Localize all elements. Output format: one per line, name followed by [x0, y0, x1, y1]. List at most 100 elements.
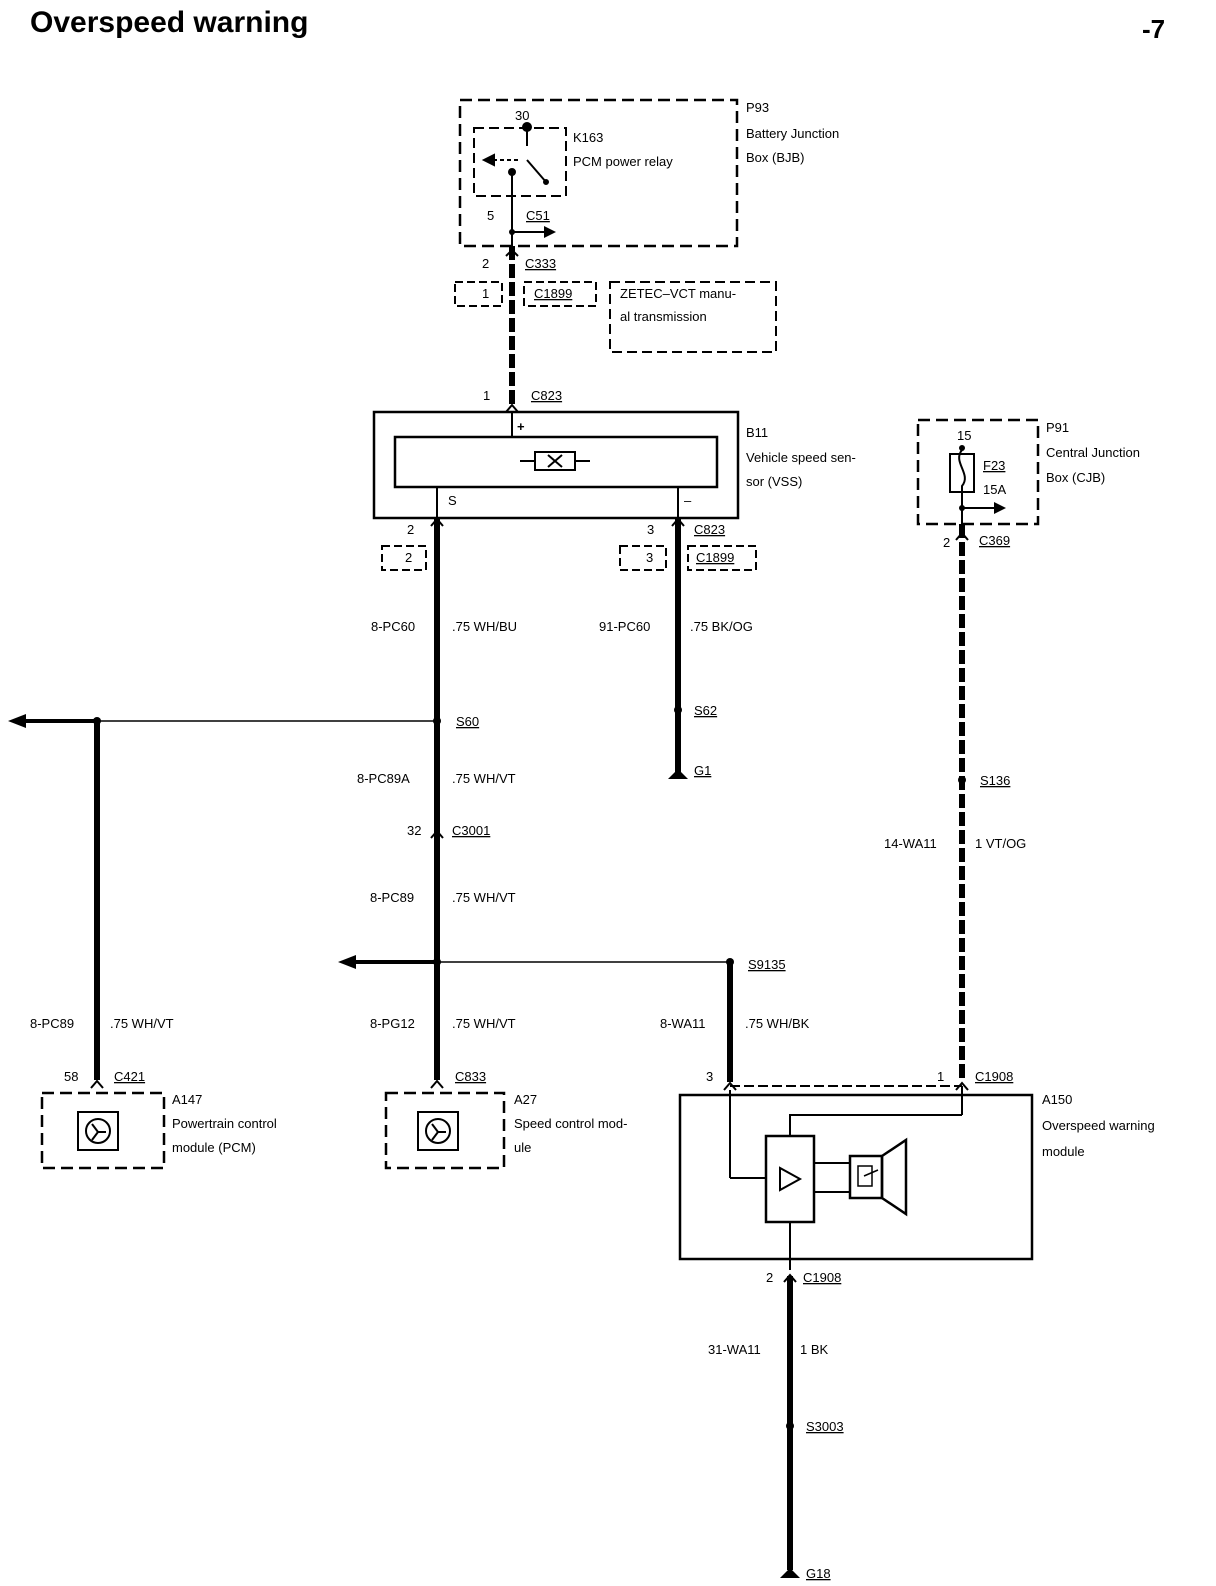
c823-top-pin: 1	[483, 388, 490, 403]
c1899-right-box-right	[687, 545, 757, 571]
w5-spec: .75 WH/VT	[110, 1016, 174, 1031]
g18-label: G18	[806, 1566, 831, 1581]
b11-line2: sor (VSS)	[746, 474, 802, 489]
a147-connector: C421	[114, 1069, 145, 1084]
amplifier-icon	[764, 1134, 816, 1224]
w4-circuit: 8-PC89	[370, 890, 414, 905]
arrow-left-icon	[8, 714, 26, 728]
speed-control-box	[384, 1091, 506, 1170]
page-title: Overspeed warning	[30, 6, 308, 39]
b11-id: B11	[746, 425, 768, 440]
w2-circuit: 91-PC60	[599, 619, 650, 634]
p91-line1: Central Junction	[1046, 445, 1140, 460]
vss-minus: –	[684, 493, 692, 508]
speed-sensor-icon	[520, 451, 590, 471]
c1899-right-connector: C1899	[696, 550, 734, 565]
b11-line1: Vehicle speed sen-	[746, 450, 856, 465]
c823-top-connector: C823	[531, 388, 562, 403]
s62-label: S62	[694, 703, 717, 718]
a27-id: A27	[514, 1092, 537, 1107]
module-icon	[77, 1111, 119, 1151]
p91-pin: 15	[957, 428, 971, 443]
zetec-line2: al transmission	[620, 309, 707, 324]
w6-circuit: 8-PG12	[370, 1016, 415, 1031]
w3-circuit: 8-PC89A	[357, 771, 410, 786]
w1-circuit: 8-PC60	[371, 619, 415, 634]
w1-spec: .75 WH/BU	[452, 619, 517, 634]
bjb-box	[458, 98, 739, 248]
a147-pin: 58	[64, 1069, 78, 1084]
ground-icon	[668, 769, 688, 779]
zetec-box	[609, 281, 777, 353]
pcm-box	[40, 1091, 166, 1170]
w9-spec: 1 BK	[800, 1342, 829, 1357]
c1899-top-box-right	[523, 281, 597, 307]
p93-line2: Box (BJB)	[746, 150, 805, 165]
k163-name: PCM power relay	[573, 154, 673, 169]
a147-line1: Powertrain control	[172, 1116, 277, 1131]
w3-spec: .75 WH/VT	[452, 771, 516, 786]
c51-connector: C51	[526, 208, 550, 223]
a27-line2: ule	[514, 1140, 531, 1155]
overspeed-module-box	[678, 1093, 1034, 1261]
p91-line2: Box (CJB)	[1046, 470, 1105, 485]
w7-spec: .75 WH/BK	[745, 1016, 810, 1031]
c1899-top-pin: 1	[482, 286, 489, 301]
w4-spec: .75 WH/VT	[452, 890, 516, 905]
w7-circuit: 8-WA11	[660, 1016, 706, 1031]
vss-s: S	[448, 493, 457, 508]
a150-line1: Overspeed warning	[1042, 1118, 1155, 1133]
relay-box	[473, 127, 567, 197]
w8-spec: 1 VT/OG	[975, 836, 1026, 851]
a147-id: A147	[172, 1092, 202, 1107]
c1899-right-pin: 3	[646, 550, 653, 565]
c823-right-connector: C823	[694, 522, 725, 537]
relay-switch-icon	[481, 122, 549, 196]
ground-icon	[780, 1568, 800, 1578]
page-number: -7	[1142, 14, 1165, 44]
arrow-left-icon	[338, 955, 356, 969]
fuse-icon	[949, 449, 975, 496]
a150-pin1: 1	[937, 1069, 944, 1084]
arrow-right-icon	[994, 502, 1006, 514]
relay-pin-30: 30	[515, 108, 529, 123]
vss-inner-box	[393, 435, 719, 489]
p91-rating: 15A	[983, 482, 1006, 497]
a27-connector: C833	[455, 1069, 486, 1084]
a147-line2: module (PCM)	[172, 1140, 256, 1155]
a150-id: A150	[1042, 1092, 1072, 1107]
a27-line1: Speed control mod-	[514, 1116, 627, 1131]
c1899-left-box	[381, 545, 427, 571]
c1899-top-box-left	[454, 281, 503, 307]
p91-fuse: F23	[983, 458, 1005, 473]
s60-label: S60	[456, 714, 479, 729]
g1-label: G1	[694, 763, 711, 778]
c1899-top-connector: C1899	[534, 286, 572, 301]
a150-line2: module	[1042, 1144, 1085, 1159]
p93-id: P93	[746, 100, 769, 115]
w9-circuit: 31-WA11	[708, 1342, 761, 1357]
c369-connector: C369	[979, 533, 1010, 548]
c1899-right-box-left	[619, 545, 667, 571]
p93-line1: Battery Junction	[746, 126, 839, 141]
w2-spec: .75 BK/OG	[690, 619, 753, 634]
c1899-left-pin: 2	[405, 550, 412, 565]
p91-id: P91	[1046, 420, 1069, 435]
c333-connector: C333	[525, 256, 556, 271]
w5-circuit: 8-PC89	[30, 1016, 74, 1031]
c823-left-pin: 2	[407, 522, 414, 537]
module-icon	[417, 1111, 459, 1151]
speaker-icon	[848, 1137, 908, 1217]
w6-spec: .75 WH/VT	[452, 1016, 516, 1031]
c3001-pin: 32	[407, 823, 421, 838]
a150-pin3: 3	[706, 1069, 713, 1084]
arrow-right-icon	[544, 226, 556, 238]
s9135-label: S9135	[748, 957, 786, 972]
zetec-line1: ZETEC–VCT manu-	[620, 286, 736, 301]
vss-plus: +	[517, 419, 525, 434]
w8-circuit: 14-WA11	[884, 836, 937, 851]
c3001-connector: C3001	[452, 823, 490, 838]
c1908-bottom-connector: C1908	[803, 1270, 841, 1285]
c51-pin: 5	[487, 208, 494, 223]
